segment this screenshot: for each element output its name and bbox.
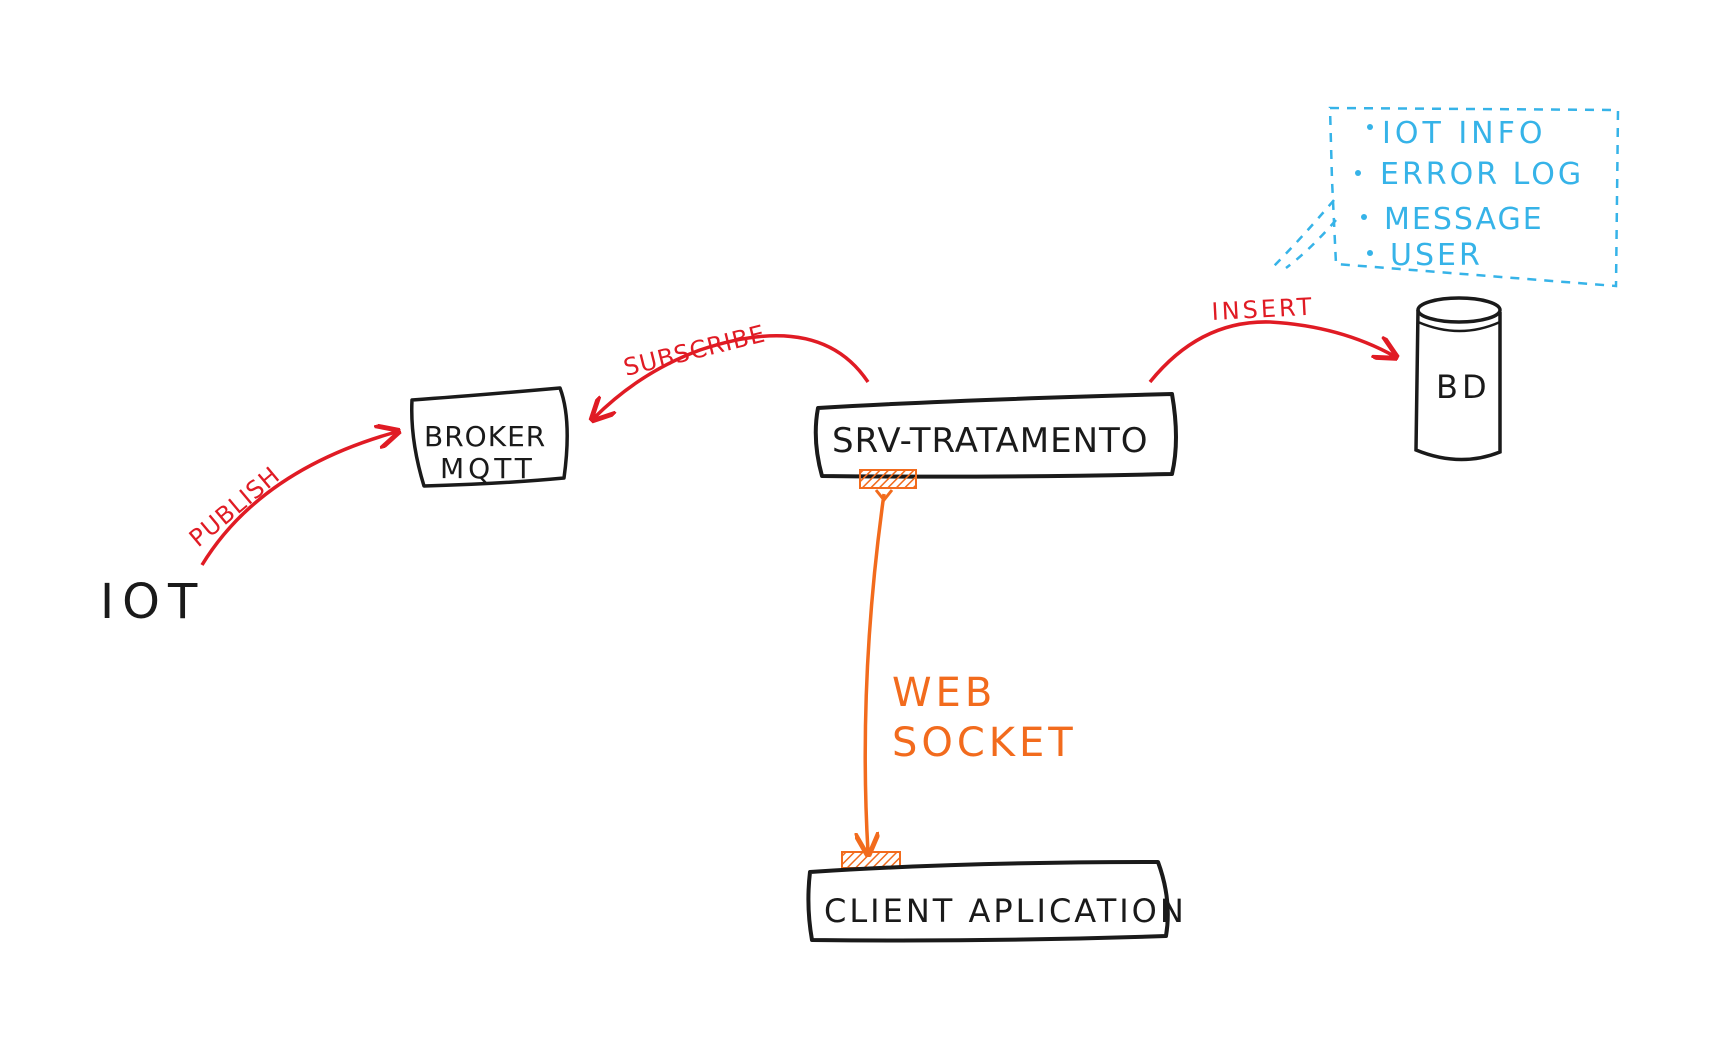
node-iot-label: IOT [100,574,205,630]
node-srv-label: SRV-TRATAMENTO [832,421,1149,461]
node-database[interactable]: BD [1414,296,1502,462]
edge-websocket-label-2: SOCKET [892,720,1077,766]
db-note-item-0: IOT INFO [1367,116,1546,151]
node-broker-label-1: BROKER [424,420,546,453]
node-broker-label-2: MQTT [440,452,536,485]
edge-publish: PUBLISH [184,432,396,566]
edge-subscribe-label: SUBSCRIBE [621,320,769,382]
node-broker-mqtt[interactable]: BROKER MQTT [410,386,569,488]
db-note-item-2: MESSAGE [1361,202,1544,237]
edge-publish-label: PUBLISH [184,461,286,553]
db-note-item-1-text: ERROR LOG [1380,157,1584,192]
edge-websocket-label-1: WEB [892,670,996,716]
db-note-item-3: USER [1367,238,1483,273]
node-srv-tratamento[interactable]: SRV-TRATAMENTO [813,392,1178,489]
node-client-label: CLIENT APLICATION [824,892,1187,930]
db-note-item-2-text: MESSAGE [1384,202,1544,237]
edge-insert-label: INSERT [1211,293,1315,326]
db-note-item-0-text: IOT INFO [1382,116,1546,151]
node-database-label: BD [1436,368,1491,406]
db-note-item-1: ERROR LOG [1355,157,1584,192]
edge-subscribe: SUBSCRIBE [594,320,870,418]
websocket-port-top [859,469,917,489]
db-note-item-3-text: USER [1390,238,1483,273]
db-note: IOT INFO ERROR LOG MESSAGE USER [1269,106,1620,288]
edge-insert: INSERT [1148,293,1394,384]
edge-websocket: WEB SOCKET [865,489,1077,852]
node-client-application[interactable]: CLIENT APLICATION [806,851,1187,943]
